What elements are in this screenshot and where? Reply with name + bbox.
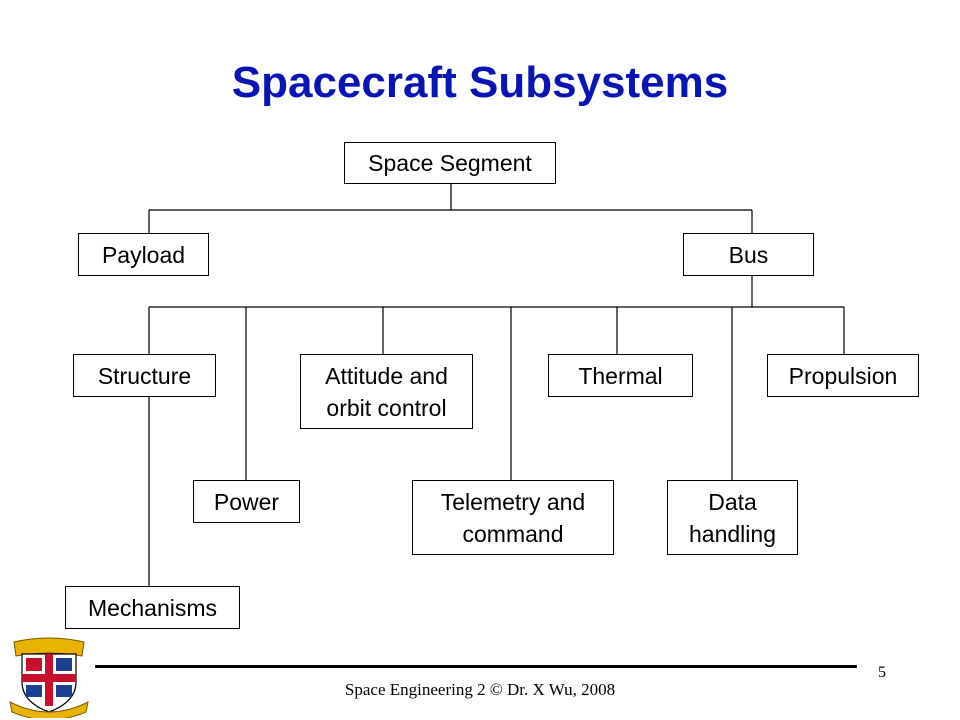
node-mechanisms-label: Mechanisms <box>87 594 218 621</box>
node-propulsion: Propulsion <box>767 354 919 397</box>
node-data-handling: Data handling <box>667 480 798 555</box>
footer-divider <box>95 665 857 668</box>
node-bus-label: Bus <box>728 241 769 268</box>
node-mechanisms: Mechanisms <box>65 586 240 629</box>
node-structure: Structure <box>73 354 216 397</box>
node-telemetry-label-line2: command <box>462 520 564 547</box>
node-power-label: Power <box>213 488 280 515</box>
page-number: 5 <box>878 664 886 681</box>
node-bus: Bus <box>683 233 814 276</box>
node-data-label-line1: Data <box>708 488 757 515</box>
node-attitude-orbit-control: Attitude and orbit control <box>300 354 473 429</box>
slide-title: Spacecraft Subsystems <box>231 58 729 107</box>
node-telemetry-command: Telemetry and command <box>412 480 614 555</box>
footer-copyright: Space Engineering 2 © Dr. X Wu, 2008 <box>344 680 616 699</box>
node-payload-label: Payload <box>101 241 186 268</box>
node-space-segment: Space Segment <box>344 142 556 184</box>
node-propulsion-label: Propulsion <box>788 362 898 389</box>
node-attitude-label-line2: orbit control <box>326 394 447 421</box>
node-thermal: Thermal <box>548 354 693 397</box>
node-payload: Payload <box>78 233 209 276</box>
node-data-label-line2: handling <box>689 520 776 547</box>
node-structure-label: Structure <box>97 362 192 389</box>
university-crest-icon <box>9 637 89 718</box>
node-thermal-label: Thermal <box>578 362 663 389</box>
node-telemetry-label-line1: Telemetry and <box>440 488 586 515</box>
node-space-segment-label: Space Segment <box>368 150 532 176</box>
node-power: Power <box>193 480 300 523</box>
node-attitude-label-line1: Attitude and <box>325 362 448 389</box>
